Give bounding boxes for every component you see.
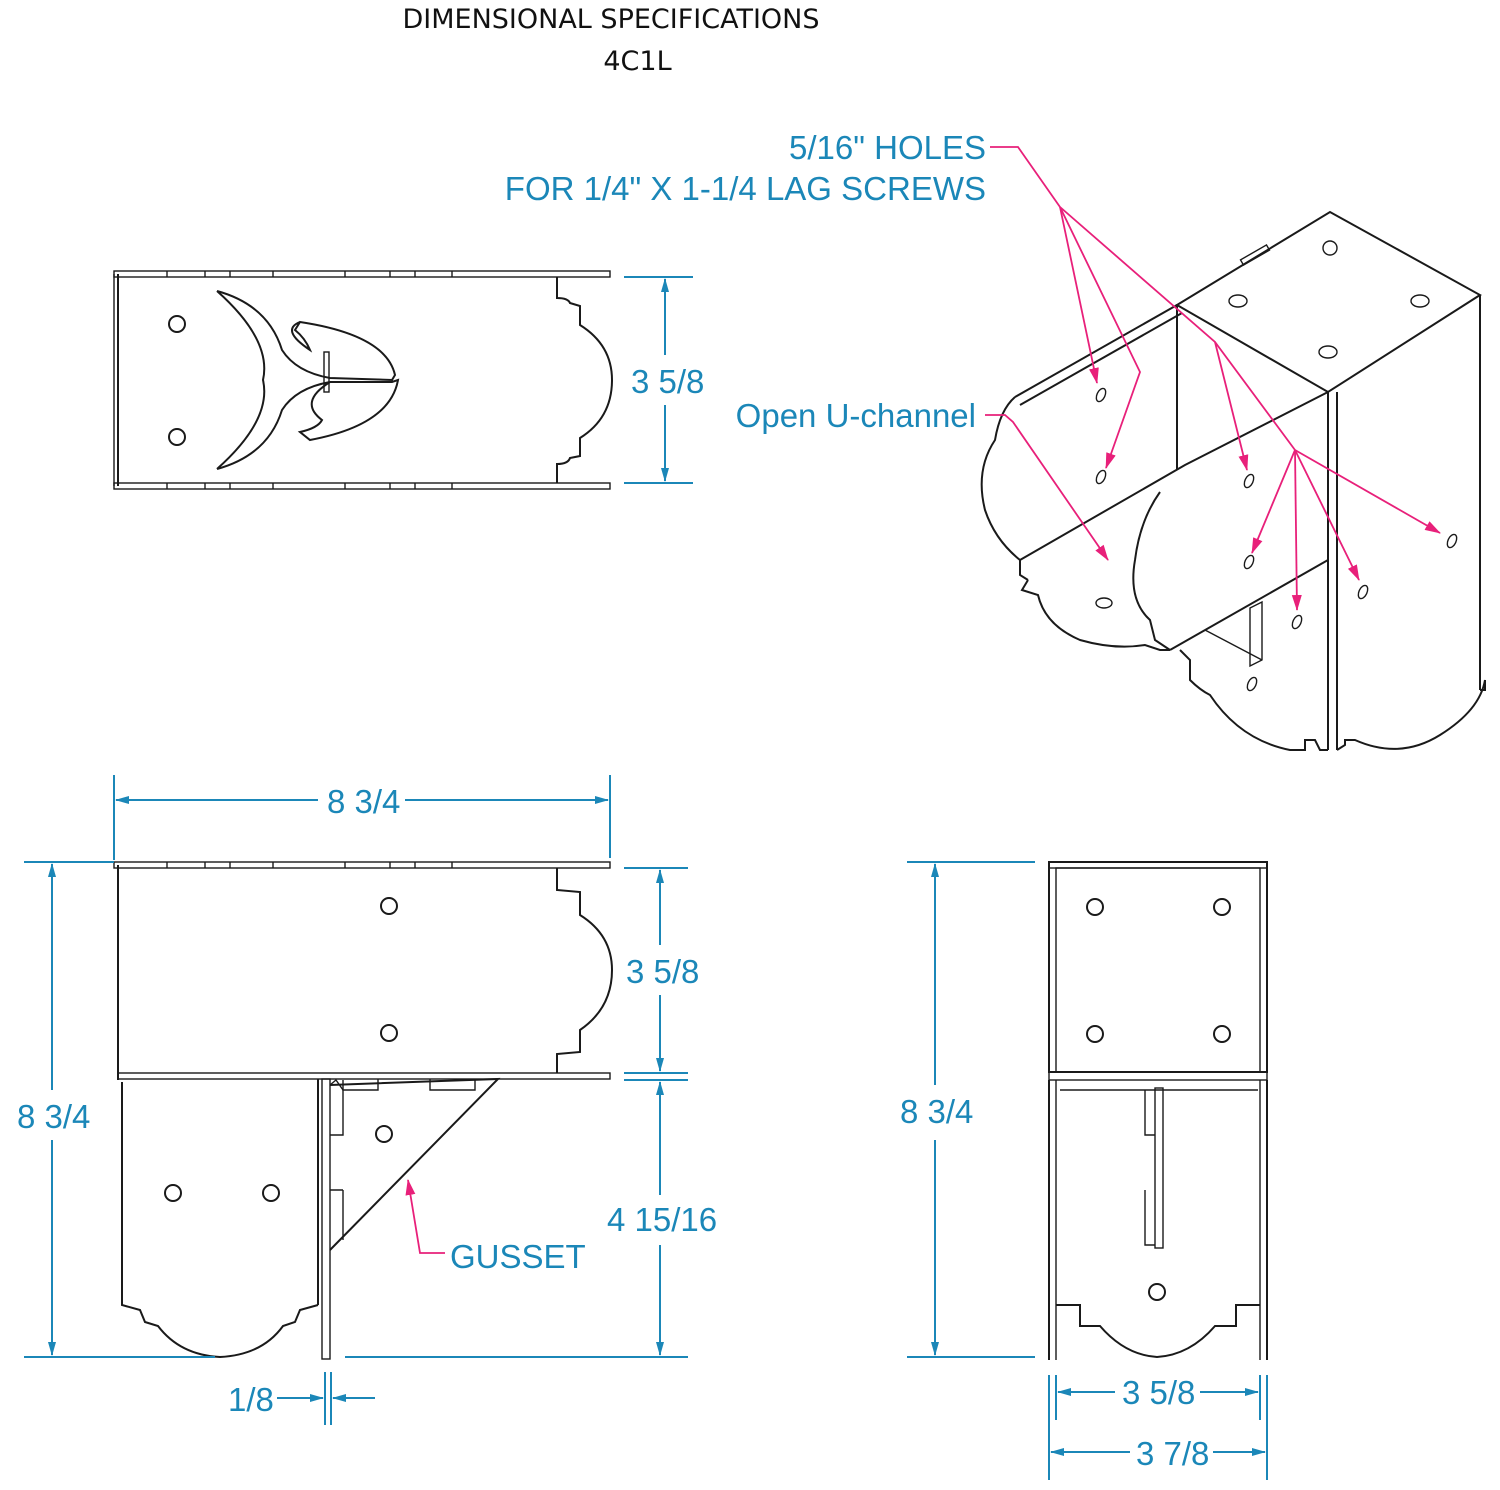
leg-height-dimension: 4 15/16 xyxy=(607,1201,717,1238)
model-number: 4C1L xyxy=(603,46,672,77)
end-height-dimension: 8 3/4 xyxy=(900,1093,973,1130)
u-channel-callout: Open U-channel xyxy=(736,397,976,434)
inner-width-dimension: 3 5/8 xyxy=(1122,1374,1195,1411)
side-view: GUSSET 8 3/4 8 3/4 3 5/8 4 15/16 1/8 xyxy=(17,775,717,1425)
top-view: 3 5/8 xyxy=(113,270,704,490)
channel-height-dimension: 3 5/8 xyxy=(626,953,699,990)
outer-width-dimension: 3 7/8 xyxy=(1136,1435,1209,1472)
top-width-dimension: 3 5/8 xyxy=(631,363,704,400)
overall-length-dimension: 8 3/4 xyxy=(327,783,400,820)
drawing-title: DIMENSIONAL SPECIFICATIONS xyxy=(402,4,820,35)
isometric-view: 5/16" HOLES FOR 1/4" X 1-1/4 LAG SCREWS … xyxy=(505,129,1486,751)
gusset-label: GUSSET xyxy=(450,1238,586,1275)
end-view: 8 3/4 3 5/8 3 7/8 xyxy=(900,861,1268,1480)
holes-callout-line1: 5/16" HOLES xyxy=(789,129,986,166)
holes-callout-line2: FOR 1/4" X 1-1/4 LAG SCREWS xyxy=(505,170,986,207)
side-height-dimension: 8 3/4 xyxy=(17,1098,90,1135)
thickness-dimension: 1/8 xyxy=(228,1381,274,1418)
